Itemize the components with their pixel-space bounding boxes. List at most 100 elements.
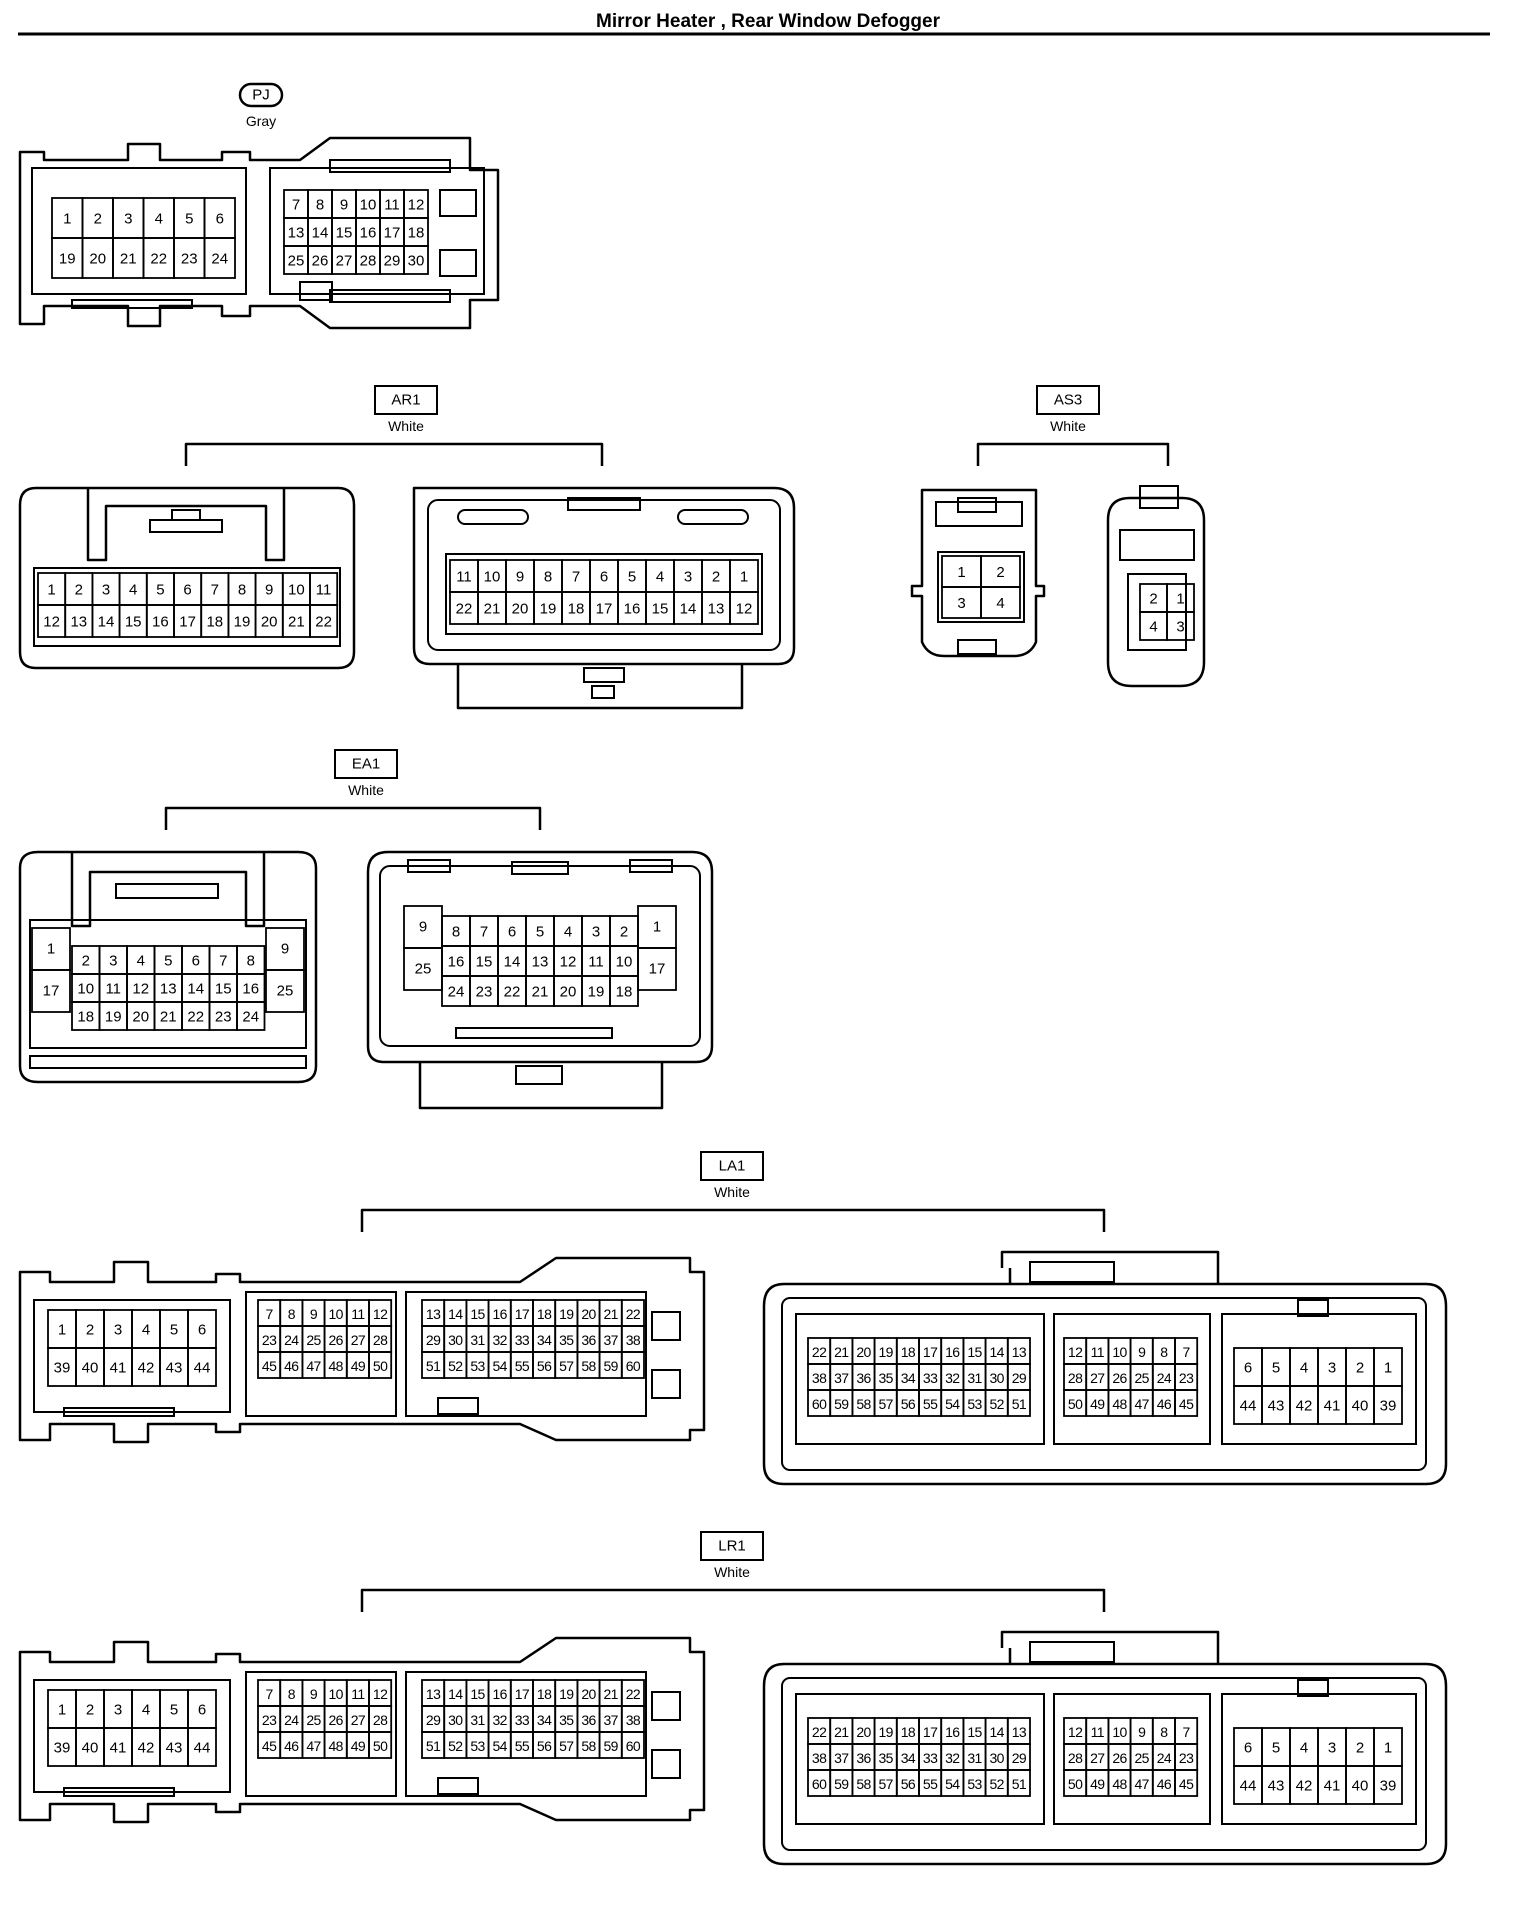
pin-label: 9 [1138,1724,1146,1740]
pin-label: 14 [187,981,204,998]
pin-label: 4 [1300,1740,1308,1757]
pin-label: 36 [856,1370,871,1386]
pin-label: 32 [493,1712,508,1728]
pin-label: 21 [288,614,305,631]
pin-label: 10 [484,569,501,586]
pin-label: 30 [408,253,425,270]
pin-label: 30 [448,1332,463,1348]
pin-label: 28 [1068,1750,1083,1766]
pin-label: 13 [708,601,725,618]
pin-label: 22 [626,1686,641,1702]
pin-label: 10 [288,582,305,599]
connector-code-box [334,749,398,779]
pin-label: 12 [736,601,753,618]
pin-label: 6 [600,569,608,586]
pin-label: 37 [834,1370,849,1386]
pin-label: 35 [879,1750,894,1766]
pin-label: 16 [152,614,169,631]
pin-label: 21 [604,1306,619,1322]
connector-code-badge [238,82,284,108]
pin-label: 21 [160,1009,177,1026]
pin-label: 27 [1090,1370,1105,1386]
pin-label: 8 [544,569,552,586]
pin-label: 49 [1090,1396,1105,1412]
pin-label: 37 [604,1712,619,1728]
pin-label: 35 [559,1712,574,1728]
pin-label: 9 [419,919,427,936]
housing-outline [18,1256,706,1444]
pin-label: 53 [470,1358,485,1374]
pin-label: 18 [206,614,223,631]
pin-label: 52 [448,1358,463,1374]
pin-label: 12 [1068,1724,1083,1740]
pin-label: 20 [261,614,278,631]
pin-label: 49 [351,1358,366,1374]
ea1-female-cell [609,975,639,1007]
pin-cavity [29,919,307,1049]
pin-label: 7 [480,924,488,941]
pin-label: 20 [581,1306,596,1322]
pin-label: 19 [588,984,605,1001]
pin-label: 38 [626,1712,641,1728]
pin-label: 22 [456,601,473,618]
pin-label: 55 [515,1358,530,1374]
pin-label: 17 [923,1724,938,1740]
pin-cavity [33,1299,231,1413]
pin-label: 15 [336,225,353,242]
pin-label: 35 [879,1370,894,1386]
pin-label: 4 [142,1702,150,1719]
pin-label: 7 [211,582,219,599]
pin-label: 24 [284,1332,299,1348]
pin-label: 9 [265,582,273,599]
LA1-male-b-cell [368,1351,393,1379]
pin-label: 50 [1068,1396,1083,1412]
pin-label: 1 [1384,1360,1392,1377]
pin-cavity [1053,1313,1211,1445]
pin-label: 5 [536,924,544,941]
pin-label: 52 [990,1776,1005,1792]
pin-label: 44 [194,1360,211,1377]
inner-wall [781,1677,1427,1851]
pin-label: 40 [82,1740,99,1757]
LA1-female-b-cell [1174,1389,1199,1417]
pin-label: 5 [170,1702,178,1719]
side-lock [651,1691,681,1721]
pin-label: 1 [58,1322,66,1339]
pin-label: 24 [211,251,228,268]
housing-outline [412,486,796,666]
pin-label: 46 [284,1738,299,1754]
housing-outline [762,1648,1448,1866]
side-lock [439,249,477,277]
pin-label: 13 [426,1306,441,1322]
pin-label: 14 [990,1724,1005,1740]
pin-label: 6 [198,1702,206,1719]
pin-label: 36 [581,1332,596,1348]
pin-label: 59 [604,1358,619,1374]
pin-label: 43 [166,1740,183,1757]
pin-label: 5 [1272,1360,1280,1377]
pin-label: 51 [426,1358,441,1374]
connector-code: LA1 [719,1158,746,1175]
connector-code: AS3 [1054,392,1082,409]
connector-color: White [1050,418,1086,434]
pin-label: 7 [572,569,580,586]
pin-label: 2 [1149,591,1157,608]
pin-label: 14 [98,614,115,631]
housing-outline [18,1636,706,1824]
pin-label: 19 [59,251,76,268]
pin-label: 4 [142,1322,150,1339]
pin-label: 14 [504,954,521,971]
latch-tab [115,883,219,899]
LR1-male-a-cell [187,1727,217,1767]
pin-label: 29 [1012,1370,1027,1386]
pin-cavity [445,553,763,635]
pin-label: 48 [1112,1396,1127,1412]
pin-label: 23 [181,251,198,268]
pin-label: 12 [373,1306,388,1322]
pin-label: 25 [288,253,305,270]
pin-label: 3 [1176,619,1184,636]
pin-label: 17 [384,225,401,242]
LA1-male-c-cell [620,1351,645,1379]
